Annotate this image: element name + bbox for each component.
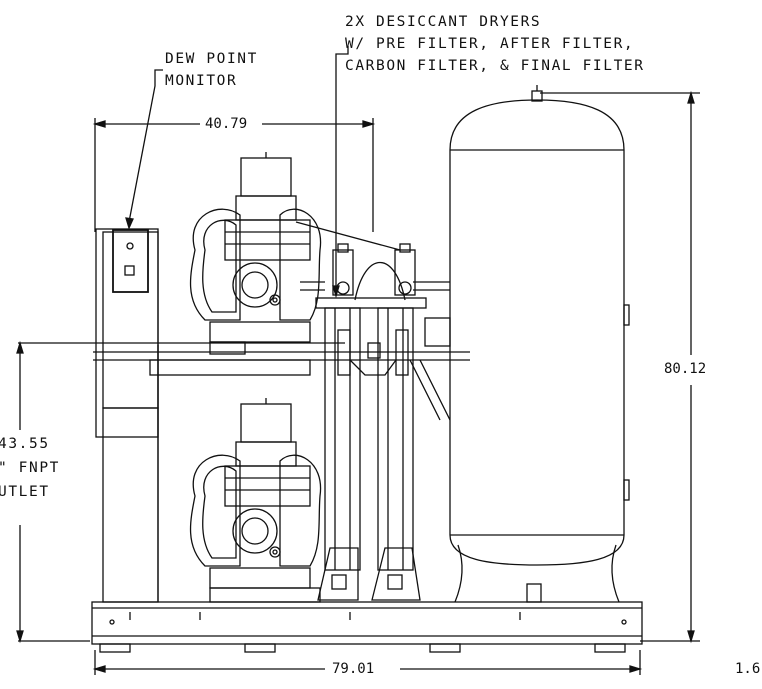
desiccant-dryers [315, 243, 427, 601]
outlet-height-dimension [16, 340, 345, 644]
outlet-height-label: 43.55 [0, 436, 50, 452]
outlet-size-label: " FNPT [0, 460, 60, 476]
overall-width-dimension [92, 650, 643, 675]
dryers-filters-line: W/ PRE FILTER, AFTER FILTER, [345, 36, 635, 52]
outlet-label: UTLET [0, 484, 50, 500]
dew-point-label: DEW POINT [165, 51, 258, 67]
dryers-title: 2X DESICCANT DRYERS [345, 14, 542, 30]
monitor-label: MONITOR [165, 73, 238, 89]
tank-height-value: 80.12 [662, 361, 709, 377]
overall-width-value: 79.01 [330, 661, 377, 677]
upper-compressor [189, 152, 401, 355]
lower-compressor [189, 398, 322, 603]
dew-point-leader [125, 69, 163, 230]
dryers-carbon-line: CARBON FILTER, & FINAL FILTER [345, 58, 645, 74]
dew-point-monitor [95, 228, 159, 438]
dryer-leader [332, 46, 349, 299]
top-width-value: 40.79 [203, 116, 250, 132]
piping [300, 281, 450, 291]
cut-off-dimension: 1.6 [733, 661, 762, 677]
tank-height-dimension [540, 90, 700, 644]
base-skid [91, 601, 643, 653]
receiver-tank [424, 85, 630, 603]
top-width-dimension [92, 118, 376, 232]
